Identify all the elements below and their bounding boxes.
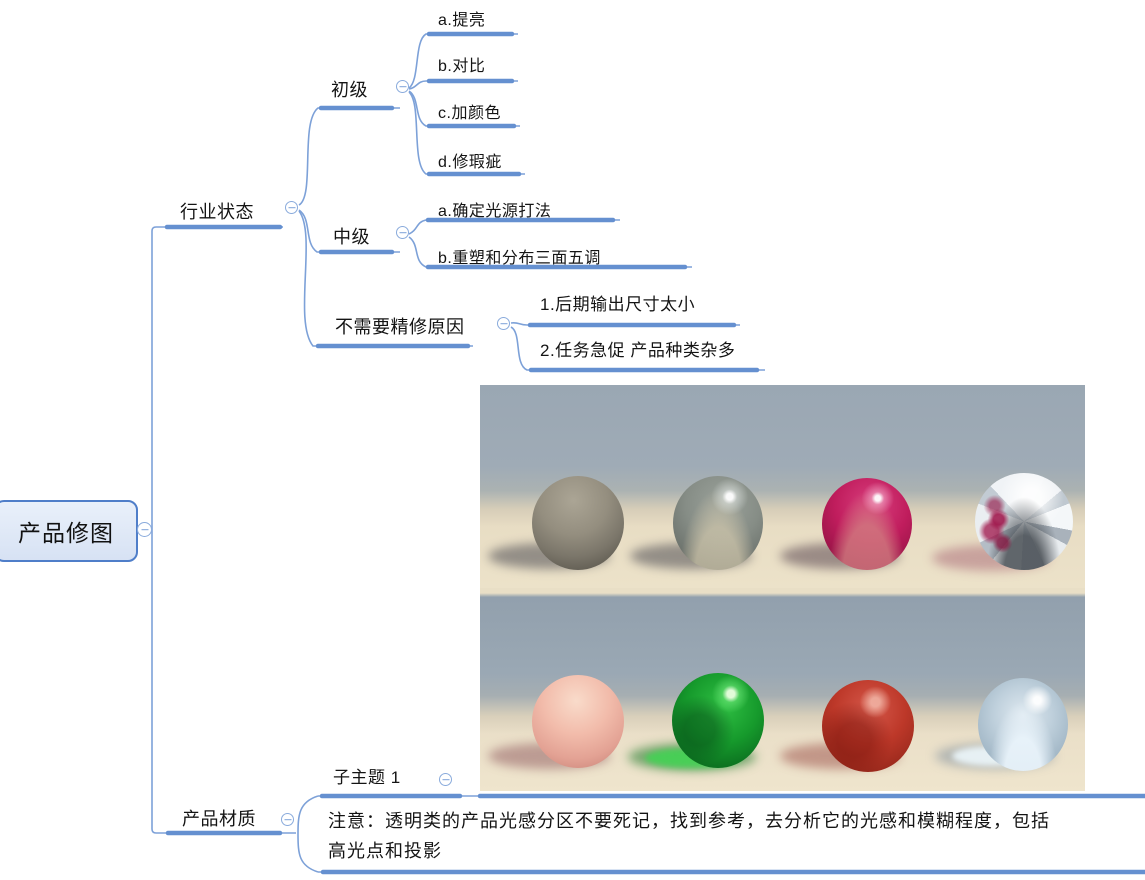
curve-reason-1	[510, 321, 740, 326]
green-glass-sphere	[672, 673, 764, 768]
collapse-minus-icon-subtopic-1[interactable]	[439, 773, 452, 786]
topic-junior[interactable]: 初级	[331, 80, 368, 100]
collapse-minus-icon-junior[interactable]	[396, 80, 409, 93]
topic-fix-blemish[interactable]: d.修瑕疵	[438, 154, 502, 171]
spheres-row-bottom	[480, 588, 1085, 791]
blue-glass-sphere	[978, 678, 1068, 771]
curve-junior-b	[408, 80, 518, 90]
curve-junior-d	[408, 91, 525, 175]
spine-line	[151, 226, 296, 834]
minus-glyph	[442, 778, 449, 781]
matte-gray-sphere	[532, 476, 624, 570]
curve-reason-2	[510, 326, 765, 371]
topic-add-color[interactable]: c.加颜色	[438, 105, 501, 122]
glossy-gray-sphere	[673, 476, 763, 570]
glossy-magenta-sphere	[822, 478, 912, 570]
collapse-minus-icon-product-material[interactable]	[281, 813, 294, 826]
topic-industry-status[interactable]: 行业状态	[180, 202, 254, 222]
curve-industry-to-middle	[298, 209, 400, 253]
curve-junior-c	[408, 90, 520, 127]
thin-branch-lines	[151, 33, 1145, 873]
curve-junior-a	[408, 33, 518, 89]
topic-middle[interactable]: 中级	[333, 227, 370, 247]
minus-glyph	[284, 818, 291, 821]
topic-output-size[interactable]: 1.后期输出尺寸太小	[540, 295, 696, 314]
collapse-minus-icon-industry-status[interactable]	[285, 201, 298, 214]
topic-brighten[interactable]: a.提亮	[438, 12, 486, 29]
red-translucent-sphere	[822, 680, 914, 772]
minus-glyph	[141, 528, 148, 531]
collapse-minus-icon-middle[interactable]	[396, 226, 409, 239]
collapse-minus-icon-reasons[interactable]	[497, 317, 510, 330]
topic-product-material[interactable]: 产品材质	[182, 809, 256, 829]
topic-reshape-tones[interactable]: b.重塑和分布三面五调	[438, 250, 601, 267]
topic-rushed-tasks[interactable]: 2.任务急促 产品种类杂多	[540, 341, 736, 360]
minus-glyph	[399, 85, 406, 88]
curve-industry-to-junior	[298, 107, 400, 206]
topic-light-source[interactable]: a.确定光源打法	[438, 203, 552, 220]
topic-subtopic-1[interactable]: 子主题 1	[333, 768, 401, 787]
topic-no-retouch-reasons[interactable]: 不需要精修原因	[335, 317, 465, 337]
thick-topic-underlines	[164, 31, 1145, 875]
crumpled-foil-red-sphere	[975, 473, 1073, 570]
note-left-brace	[297, 795, 319, 873]
curve-industry-to-reasons	[298, 210, 473, 347]
minus-glyph	[288, 206, 295, 209]
root-topic[interactable]: 产品修图	[0, 500, 138, 562]
topic-contrast[interactable]: b.对比	[438, 58, 486, 75]
matte-peach-sphere	[532, 675, 624, 768]
collapse-minus-icon-root[interactable]	[137, 522, 152, 537]
note-topic[interactable]: 注意：透明类的产品光感分区不要死记，找到参考，去分析它的光感和模糊程度，包括高光…	[328, 811, 1050, 861]
minus-glyph	[399, 231, 406, 234]
minus-glyph	[500, 322, 507, 325]
material-spheres-image	[480, 385, 1085, 791]
spheres-row-top	[480, 385, 1085, 588]
